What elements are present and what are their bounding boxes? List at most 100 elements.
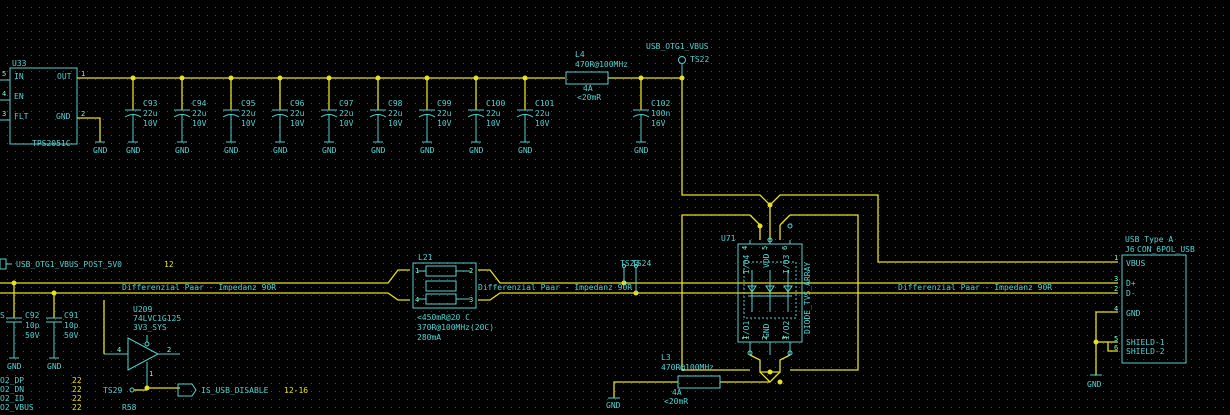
l4-spec: 470R@100MHz <box>575 60 628 69</box>
u71-ref: U71 <box>721 234 736 243</box>
j6-pinnum-6: 6 <box>1114 344 1118 352</box>
u33-pin-out: OUT <box>57 72 72 81</box>
cap-gnd-label: GND <box>420 146 435 155</box>
j6-type: USB Type A <box>1125 235 1173 244</box>
cap-voltage: 10V <box>535 119 550 128</box>
cap-gnd-label: GND <box>634 146 649 155</box>
u33-switch[interactable]: U33 IN EN FLT OUT GND 5 4 3 1 2 TPS2051C <box>2 59 85 148</box>
j6-pin-vbus: VBUS <box>1126 259 1145 268</box>
cap-voltage: 10V <box>192 119 207 128</box>
l3-res: <20mR <box>664 397 688 406</box>
l3-current: 4A <box>672 388 682 397</box>
j6-usb-connector[interactable]: USB Type A J6 CON_6POL_USB VBUS D+ D- GN… <box>1114 235 1195 364</box>
c91-val: 10p <box>64 321 79 330</box>
cap-c91[interactable]: C91 10p 50V GND <box>46 293 79 371</box>
usb-disable-label: IS_USB_DISABLE <box>201 386 269 395</box>
j6-pinnum-4: 4 <box>1114 305 1118 313</box>
u209-pin-1: 1 <box>149 370 153 378</box>
ts24-testpoint[interactable] <box>634 264 638 268</box>
u71-pinnum-6: 6 <box>781 246 789 250</box>
u71-pin-io4: I/O4 <box>742 255 751 274</box>
cap-voltage: 10V <box>143 119 158 128</box>
u33-gnd-label: GND <box>93 146 108 155</box>
cap-voltage: 10V <box>339 119 354 128</box>
left-net-page: 22 <box>72 403 82 412</box>
cap-value: 22u <box>192 109 207 118</box>
cap-voltage: 10V <box>290 119 305 128</box>
cap-ref: C96 <box>290 99 305 108</box>
ts23-label: TS23 <box>620 259 639 268</box>
l21-ref: L21 <box>418 253 433 262</box>
cap-gnd-label: GND <box>126 146 141 155</box>
vbus-post-page: 12 <box>164 260 174 269</box>
j6-gnd-label: GND <box>1087 380 1102 389</box>
diff-pair-label-2: Differenzial Paar - Impedanz 90R <box>478 283 632 292</box>
j6-pin-shield2: SHIELD-2 <box>1126 347 1165 356</box>
u33-pin-flt: FLT <box>14 112 29 121</box>
l3-ref: L3 <box>661 353 671 362</box>
cap-value: 22u <box>388 109 403 118</box>
j6-pinnum-3: 3 <box>1114 275 1118 283</box>
left-net-page: 22 <box>72 385 82 394</box>
left-net-page: 22 <box>72 394 82 403</box>
cap-ref: C95 <box>241 99 256 108</box>
cap-voltage: 10V <box>241 119 256 128</box>
u71-pin-gnd: GND <box>762 323 771 338</box>
cap-value: 22u <box>143 109 158 118</box>
l21-pin-1: 1 <box>415 267 419 275</box>
left-net-label: O2_VBUS <box>0 403 34 412</box>
cap-ref: C97 <box>339 99 354 108</box>
u71-pinnum-3: 3 <box>781 336 789 340</box>
diff-pair-label-1: Differenzial Paar - Impedanz 90R <box>122 283 276 292</box>
cap-gnd-label: GND <box>175 146 190 155</box>
cap-voltage: 10V <box>437 119 452 128</box>
l3-ferrite[interactable]: L3 470R@100MHz 4A <20mR <box>661 353 721 406</box>
j6-ref: J6 <box>1125 245 1135 254</box>
l21-pin-3: 3 <box>469 296 473 304</box>
c91-ref: C91 <box>64 311 79 320</box>
l4-ferrite[interactable]: L4 470R@100MHz 4A <20mR <box>565 50 628 102</box>
ts22-testpoint[interactable] <box>678 56 686 64</box>
cap-gnd-label: GND <box>224 146 239 155</box>
cap-value: 22u <box>290 109 305 118</box>
ts23-testpoint[interactable] <box>622 264 626 268</box>
cap-ref: C101 <box>535 99 554 108</box>
c92-val: 10p <box>25 321 40 330</box>
vbus-post-port[interactable]: USB_OTG1_VBUS_POST_5V0 12 <box>0 258 174 270</box>
l4-res: <20mR <box>577 93 601 102</box>
diff-pair-label-3: Differenzial Paar - Impedanz 90R <box>898 283 1052 292</box>
u209-pin-2: 2 <box>167 346 171 354</box>
cap-ref: C100 <box>486 99 505 108</box>
u209-buffer[interactable]: U209 74LVC1G125 3V3_SYS 4 2 1 <box>104 305 181 388</box>
u71-pinnum-1: 1 <box>741 336 749 340</box>
u71-tvs-array[interactable]: U71 DIODE_TVS_ARRAY I/O4 VDD I/O3 I/O1 G… <box>721 234 812 355</box>
cap-gnd-label: GND <box>469 146 484 155</box>
u71-pin-io1: I/O1 <box>742 321 751 340</box>
left-net-page: 22 <box>72 376 82 385</box>
cap-voltage: 16V <box>651 119 666 128</box>
ts29-label: TS29 <box>103 386 122 395</box>
u71-pinnum-4: 4 <box>741 246 749 250</box>
usb-disable-port[interactable]: IS_USB_DISABLE 12-16 <box>177 383 308 397</box>
l21-choke[interactable]: L21 1 2 4 3 <450mR@20 C 370R@100MHz(20C)… <box>412 253 494 342</box>
c92-gnd: GND <box>7 362 22 371</box>
c91-gnd: GND <box>47 362 62 371</box>
cap-c92[interactable]: C92 10p 50V GND <box>6 283 40 371</box>
cap-ref: C94 <box>192 99 207 108</box>
j6-pinnum-5: 5 <box>1114 335 1118 343</box>
cap-value: 22u <box>486 109 501 118</box>
j6-pinnum-2: 2 <box>1114 285 1118 293</box>
cap-gnd-label: GND <box>518 146 533 155</box>
